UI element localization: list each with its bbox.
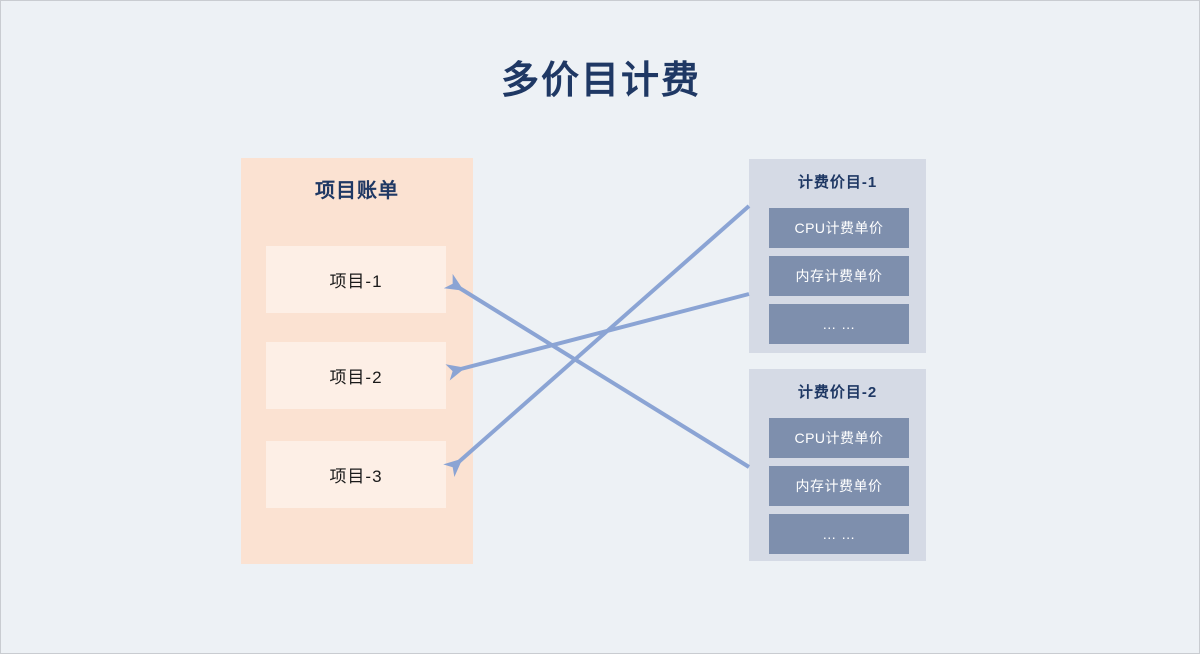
pricing-1-memory-rate[interactable]: 内存计费单价 (769, 256, 909, 296)
project-item-2[interactable]: 项目-2 (266, 342, 446, 409)
pricing-panel-2-title: 计费价目-2 (797, 384, 878, 401)
pricing-1-cpu-rate[interactable]: CPU计费单价 (769, 208, 909, 248)
pricing-2-more-rates[interactable]: … … (769, 514, 909, 554)
pricing-panel-2: 计费价目-2 CPU计费单价 内存计费单价 … … (749, 369, 926, 561)
pricing-1-more-rates[interactable]: … … (769, 304, 909, 344)
project-bill-panel: 项目账单 项目-1 项目-2 项目-3 (241, 158, 473, 564)
project-item-1[interactable]: 项目-1 (266, 246, 446, 313)
project-bill-panel-title: 项目账单 (315, 180, 399, 202)
pricing-2-memory-rate[interactable]: 内存计费单价 (769, 466, 909, 506)
pricing-2-to-project-1 (443, 273, 751, 469)
pricing-panel-1-title: 计费价目-1 (797, 174, 878, 191)
page-title: 多价目计费 (500, 60, 701, 102)
project-item-3[interactable]: 项目-3 (266, 441, 446, 508)
pricing-1-to-project-2 (445, 292, 750, 381)
pricing-panel-1: 计费价目-1 CPU计费单价 内存计费单价 … … (749, 159, 926, 353)
pricing-1-to-project-3 (443, 204, 751, 478)
pricing-2-cpu-rate[interactable]: CPU计费单价 (769, 418, 909, 458)
